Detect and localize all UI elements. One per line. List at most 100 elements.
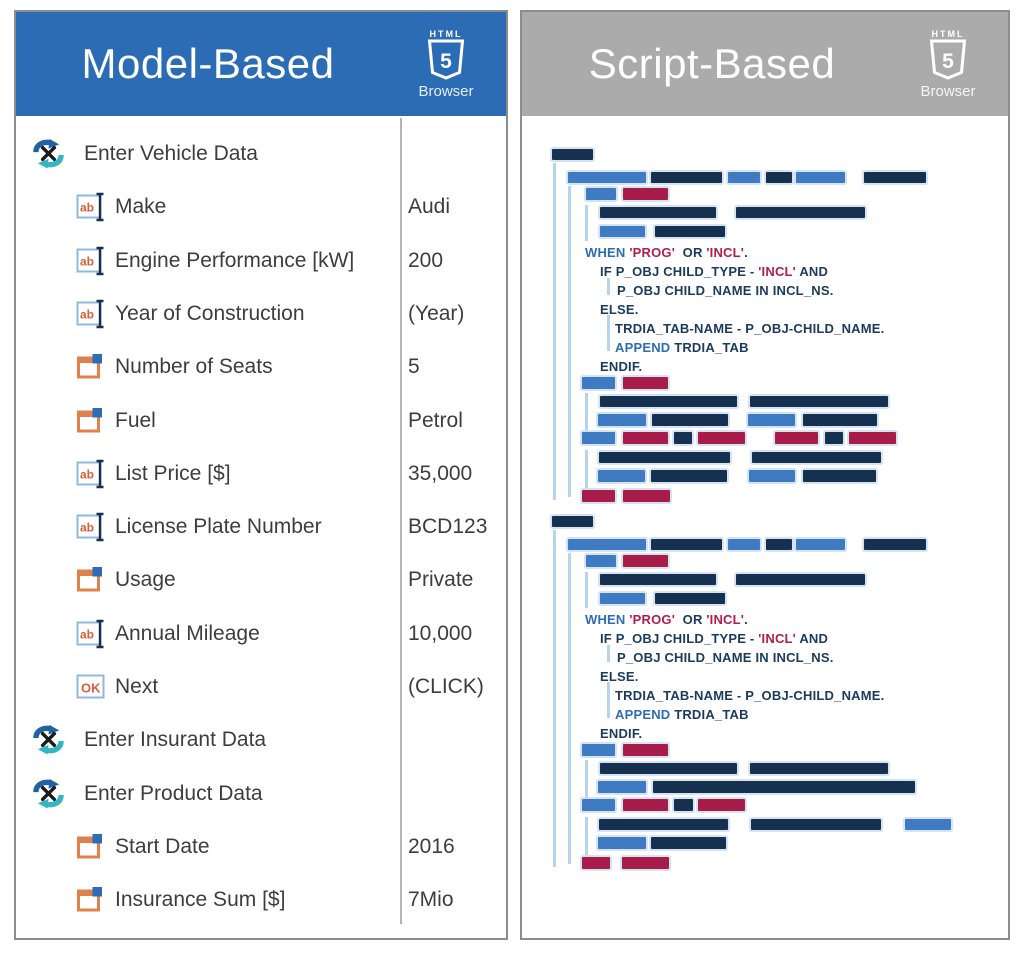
form-value[interactable]: (Year) bbox=[408, 302, 465, 325]
code-token: OR bbox=[675, 245, 707, 260]
text-input-icon: ab bbox=[76, 512, 104, 542]
code-line: ENDIF. bbox=[600, 359, 642, 374]
form-value[interactable]: 5 bbox=[408, 355, 420, 378]
code-bar bbox=[598, 781, 646, 793]
svg-text:ab: ab bbox=[80, 628, 94, 642]
code-bar bbox=[752, 452, 881, 463]
form-value[interactable]: 35,000 bbox=[408, 462, 473, 485]
code-line: P_OBJ CHILD_NAME IN INCL_NS. bbox=[617, 650, 834, 665]
form-label: Year of Construction bbox=[115, 302, 305, 325]
model-based-window: Model-Based HTML 5 Browser Enter Vehicle… bbox=[14, 10, 508, 940]
code-bar bbox=[622, 857, 669, 869]
form-label: Usage bbox=[115, 568, 176, 591]
form-value[interactable]: 7Mio bbox=[408, 888, 454, 911]
code-bar bbox=[586, 555, 616, 567]
code-token: WHEN bbox=[585, 245, 630, 260]
code-token: AND bbox=[795, 264, 829, 279]
code-bar bbox=[651, 172, 722, 183]
code-bar bbox=[653, 781, 915, 793]
form-value[interactable]: (CLICK) bbox=[408, 675, 484, 698]
code-bar bbox=[582, 857, 610, 869]
form-value[interactable]: BCD123 bbox=[408, 515, 488, 538]
svg-text:5: 5 bbox=[942, 50, 954, 73]
html5-logo-wordmark: HTML bbox=[429, 28, 463, 39]
form-label: Fuel bbox=[115, 409, 156, 432]
text-input-icon: ab bbox=[76, 246, 104, 276]
form-label: Next bbox=[115, 675, 159, 698]
code-bar bbox=[600, 763, 737, 774]
form-field-row: Fuel Petrol bbox=[16, 396, 506, 446]
code-line: APPEND TRDIA_TAB bbox=[615, 340, 749, 355]
code-bar bbox=[582, 799, 615, 811]
code-bar bbox=[623, 799, 668, 811]
code-bar bbox=[623, 188, 668, 200]
svg-text:ab: ab bbox=[80, 201, 94, 215]
code-bar bbox=[651, 470, 727, 482]
form-value[interactable]: 2016 bbox=[408, 835, 455, 858]
code-bar bbox=[651, 539, 722, 550]
script-based-header: Script-Based HTML 5 Browser bbox=[522, 12, 1008, 116]
code-bar bbox=[652, 414, 728, 426]
indent-guide bbox=[607, 645, 610, 662]
code-bar bbox=[736, 207, 865, 218]
code-bar bbox=[600, 396, 737, 407]
script-based-window: Script-Based HTML 5 Browser WHEN 'PROG' … bbox=[520, 10, 1010, 940]
code-token: 'INCL' bbox=[758, 631, 796, 646]
form-value[interactable]: 10,000 bbox=[408, 622, 473, 645]
code-line: ELSE. bbox=[600, 302, 639, 317]
form-label: Make bbox=[115, 195, 167, 218]
html5-logo: HTML 5 Browser bbox=[400, 29, 492, 100]
form-value[interactable]: Audi bbox=[408, 195, 451, 218]
indent-guide bbox=[585, 450, 588, 495]
code-token: 'INCL' bbox=[758, 264, 796, 279]
code-token: TRDIA_TAB bbox=[674, 707, 749, 722]
code-bar bbox=[552, 516, 593, 527]
form-field-row: ab License Plate Number BCD123 bbox=[16, 502, 506, 552]
code-bar bbox=[766, 539, 792, 550]
form-group-row: Enter Product Data bbox=[16, 769, 506, 819]
code-bar bbox=[796, 172, 845, 183]
form-label: Insurance Sum [$] bbox=[115, 888, 286, 911]
code-bar bbox=[674, 432, 692, 444]
code-line: APPEND TRDIA_TAB bbox=[615, 707, 749, 722]
code-line: WHEN 'PROG' OR 'INCL'. bbox=[585, 612, 748, 627]
code-bar bbox=[598, 414, 646, 426]
form-label: Enter Insurant Data bbox=[84, 728, 267, 751]
form-value[interactable]: 200 bbox=[408, 249, 444, 272]
text-input-icon: ab bbox=[76, 459, 104, 489]
indent-guide bbox=[585, 760, 588, 805]
form-value[interactable]: Private bbox=[408, 568, 474, 591]
ok-button-icon: OK bbox=[76, 674, 105, 699]
html5-shield-icon: 5 bbox=[427, 39, 465, 80]
code-bar bbox=[598, 837, 646, 849]
combobox-icon bbox=[77, 834, 102, 859]
form-value[interactable]: Petrol bbox=[408, 409, 463, 432]
code-bar bbox=[582, 377, 615, 389]
combobox-icon bbox=[77, 567, 102, 592]
svg-text:ab: ab bbox=[80, 468, 94, 482]
code-token: . bbox=[744, 612, 748, 627]
indent-guide bbox=[568, 186, 571, 497]
code-bar bbox=[864, 539, 926, 550]
code-bar bbox=[674, 799, 693, 811]
form-label: List Price [$] bbox=[115, 462, 231, 485]
form-field-row: ab Make Audi bbox=[16, 182, 506, 232]
svg-text:ab: ab bbox=[80, 255, 94, 269]
code-bar bbox=[568, 172, 646, 183]
code-token: ENDIF. bbox=[600, 726, 643, 741]
code-bar bbox=[736, 574, 865, 585]
svg-text:ab: ab bbox=[80, 521, 94, 535]
code-token: AND bbox=[795, 631, 829, 646]
code-bar bbox=[698, 432, 745, 444]
indent-guide bbox=[607, 682, 610, 718]
code-token: OR bbox=[675, 612, 707, 627]
label-value-divider bbox=[400, 118, 402, 924]
form-field-row: ab Engine Performance [kW]200 bbox=[16, 236, 506, 286]
form-field-row: ab Year of Construction(Year) bbox=[16, 289, 506, 339]
code-bar bbox=[655, 226, 725, 237]
form-label: License Plate Number bbox=[115, 515, 322, 538]
indent-guide bbox=[553, 163, 556, 500]
code-token: APPEND bbox=[615, 707, 675, 722]
